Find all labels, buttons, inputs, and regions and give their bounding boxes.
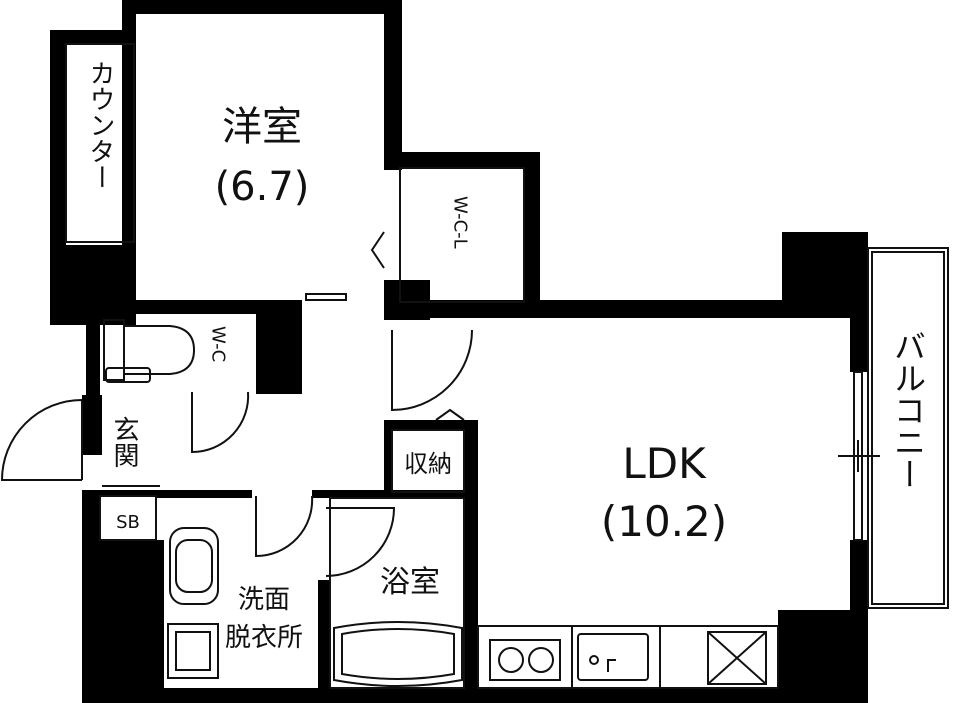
wall-ldk-right (850, 232, 868, 372)
balcony-box (867, 247, 949, 609)
ldk-name: LDK (622, 439, 707, 488)
sink-drain-icon (589, 655, 599, 665)
wall-sb-top (100, 490, 160, 496)
wall-wc-top (86, 300, 262, 314)
wall-counter-outer (50, 30, 136, 44)
sb-box (99, 495, 157, 541)
western-room-size: (6.7) (215, 164, 310, 210)
burner-right-icon (528, 647, 554, 673)
wc-name: W-C (208, 326, 229, 362)
thin-lines (0, 43, 949, 689)
storage-box (391, 429, 465, 493)
washroom-line1: 洗面 (238, 585, 290, 615)
wall-top-western (122, 0, 398, 14)
wall-bottom (82, 688, 868, 703)
fridge (707, 631, 767, 685)
wall-wic-top (384, 152, 540, 168)
washing-machine (167, 623, 219, 679)
door-western-wic (370, 231, 385, 269)
western-sliding-door (305, 293, 347, 301)
wall-wc-right (256, 300, 302, 394)
washroom-line2: 脱衣所 (225, 623, 303, 653)
walls (50, 0, 868, 703)
wall-ldk-top (384, 300, 868, 318)
door-entrance (0, 399, 83, 481)
storage-door-marker (435, 408, 465, 421)
ldk-size: (10.2) (601, 497, 727, 546)
fridge-x2 (707, 631, 767, 685)
wall-left-western (122, 0, 136, 300)
wall-right-western (384, 0, 402, 170)
wall-ldk-right-corner (778, 610, 868, 703)
toilet-bowl (123, 325, 196, 375)
wall-bath-left (318, 580, 330, 690)
wall-washroom-top (156, 490, 252, 498)
western-room-name: 洋室 (222, 104, 302, 150)
door-ldk (391, 329, 473, 412)
washbasin (169, 527, 219, 605)
door-washroom (255, 495, 314, 558)
bath-box (329, 497, 465, 689)
balcony-inner (871, 251, 945, 605)
wall-wic-right (524, 152, 540, 304)
counter-box (65, 43, 135, 243)
storage-name: 収納 (404, 450, 452, 478)
wall-storage-left (384, 420, 392, 494)
faucet-icon (607, 659, 616, 672)
washing-machine-inner (175, 631, 211, 671)
balcony-name: バルコニー (889, 330, 927, 490)
wic-box (399, 167, 525, 303)
bathtub-inner (341, 628, 455, 680)
wall-entrance-left (82, 395, 102, 455)
wall-storage-top (384, 420, 476, 430)
wall-bath-top (312, 490, 478, 498)
door-wc (191, 391, 250, 454)
counter-name: カウンター (85, 60, 115, 190)
shoe-box-name: SB (116, 512, 140, 533)
toilet-base (105, 367, 151, 383)
bathtub (333, 621, 463, 687)
stove (489, 639, 561, 681)
wall-washroom-left (82, 540, 164, 703)
washbasin-inner (175, 539, 213, 593)
burner-left-icon (498, 647, 524, 673)
sink (577, 633, 649, 681)
kitchen-counter (477, 625, 779, 689)
door-bath (325, 507, 396, 577)
bathroom-name: 浴室 (380, 565, 440, 600)
wall-wc-left (86, 300, 100, 400)
entrance-name: 玄関 (109, 416, 139, 468)
wic-name: W-C-L (450, 196, 471, 249)
wall-storage-right (464, 420, 478, 690)
